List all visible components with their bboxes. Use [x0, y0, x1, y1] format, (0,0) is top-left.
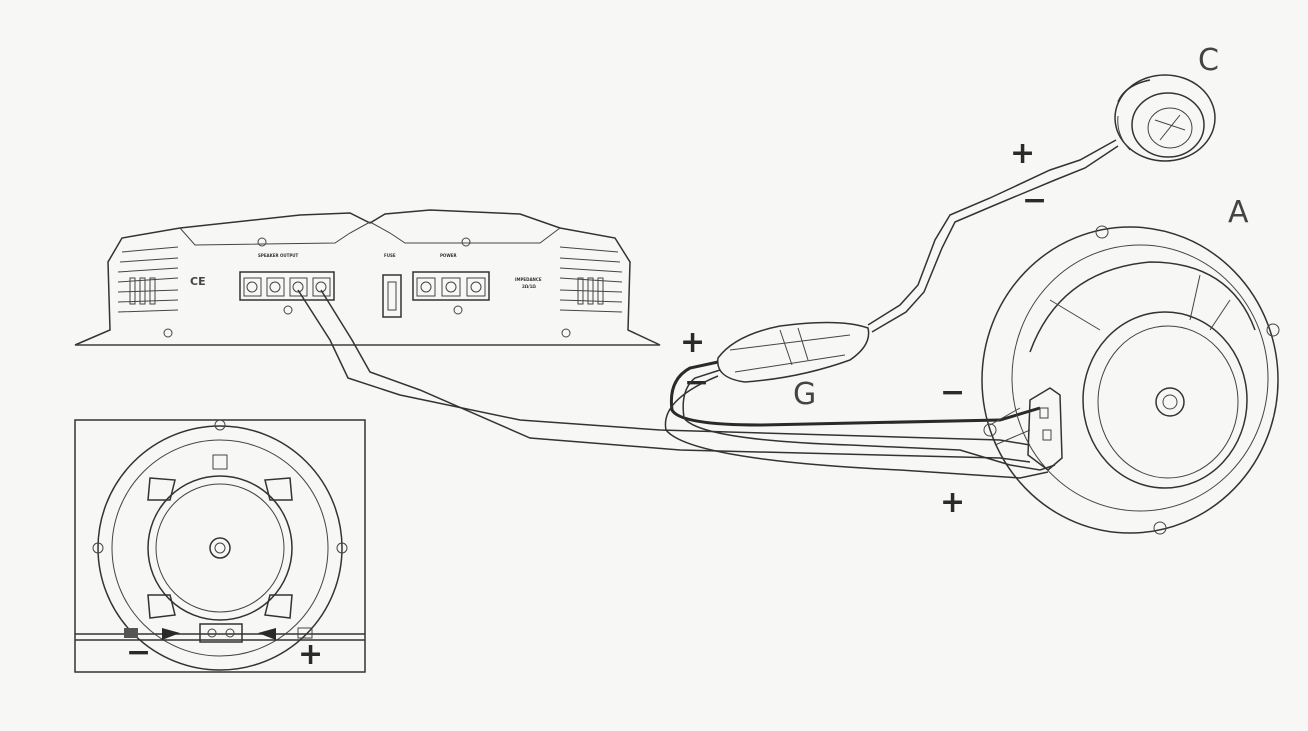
inset-woofer-rear-view [74, 419, 366, 673]
power-label: POWER [440, 253, 457, 258]
speaker-output-label: SPEAKER OUTPUT [258, 253, 299, 258]
amp-fuse [382, 274, 402, 318]
amp-heatsink-right [559, 246, 623, 313]
tweeter-minus-sign: − [1022, 183, 1047, 218]
amp-heatsink-left [117, 246, 179, 313]
tweeter [1114, 74, 1216, 162]
ce-mark: CE [190, 275, 206, 288]
amp-top-rim [179, 221, 561, 246]
amp-speaker-cables [297, 289, 1031, 463]
power-terminals [412, 271, 490, 301]
amp-screws [163, 237, 571, 338]
impedance-value: 2Ω/1Ω [522, 284, 536, 289]
impedance-label: IMPEDANCE [515, 277, 542, 282]
woofer-plus-sign: + [940, 485, 965, 520]
label-c: C [1198, 43, 1219, 78]
crossover [717, 321, 870, 383]
tweeter-wires [867, 139, 1119, 333]
fuse-label: FUSE [384, 253, 396, 258]
woofer [981, 225, 1280, 535]
label-g: G [793, 377, 816, 412]
tweeter-plus-sign: + [1010, 136, 1035, 171]
amp-body-outline [74, 209, 661, 346]
inset-minus-sign: − [126, 635, 151, 670]
crossover-plus-sign: + [680, 325, 705, 360]
label-a: A [1228, 195, 1249, 230]
amplifier: CE SPEAKER OUTPUT FUSE POWER IMPEDANCE 2… [74, 209, 661, 346]
inset-plus-sign: + [298, 637, 323, 672]
woofer-minus-sign: − [940, 375, 965, 410]
speaker-output-terminals [239, 271, 335, 301]
crossover-woofer-wires [664, 360, 1056, 479]
